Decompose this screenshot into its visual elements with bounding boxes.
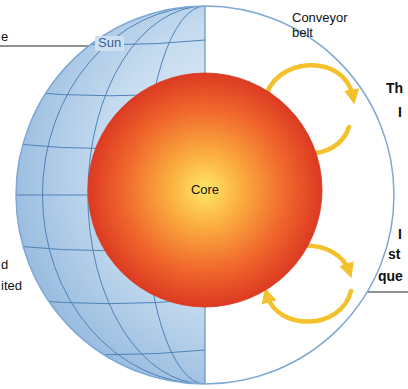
sun-core: Core [87, 72, 323, 308]
column-rule [362, 291, 408, 292]
sun-sphere: Core Sun [15, 5, 395, 385]
sun-disc [16, 6, 394, 384]
text-fragment: d [1, 258, 8, 273]
conveyor-belt-arrow [267, 291, 351, 322]
text-fragment: I [398, 104, 402, 120]
conveyor-belt-label: Conveyor belt [292, 11, 354, 41]
sun-grid-half [15, 5, 395, 385]
text-fragment: I [398, 226, 402, 242]
text-fragment: que [378, 268, 403, 284]
conveyor-belt-arrow [265, 65, 353, 101]
text-fragment: st [388, 246, 400, 262]
core-label: Core [191, 183, 219, 198]
text-fragment: ited [1, 279, 22, 294]
sun-outline [16, 6, 394, 384]
text-fragment: e [1, 30, 8, 45]
text-fragment: Th [386, 80, 403, 96]
sun-label: Sun [95, 36, 124, 51]
